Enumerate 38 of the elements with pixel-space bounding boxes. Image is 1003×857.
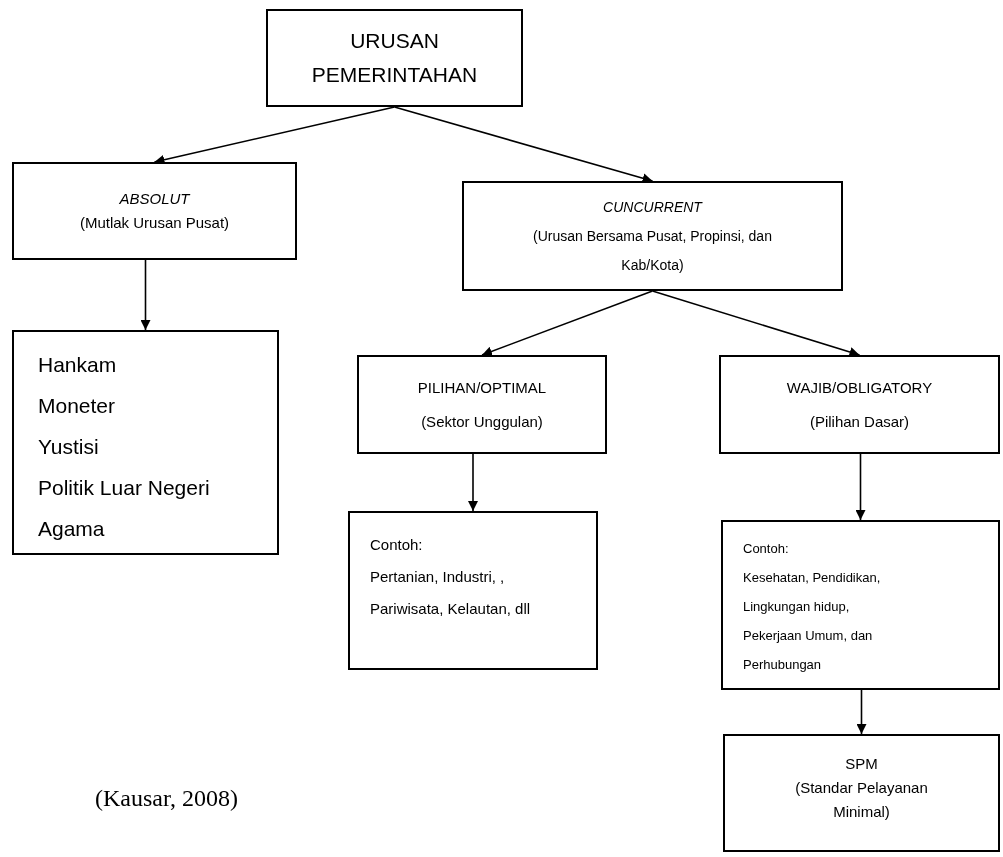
process-box bbox=[719, 355, 1000, 454]
box-text: PILIHAN/OPTIMAL bbox=[417, 377, 547, 398]
box-text: (Sektor Unggulan) bbox=[421, 411, 543, 432]
box-text: CUNCURRENT bbox=[603, 197, 702, 217]
process-box bbox=[357, 355, 607, 454]
box-text: Hankam bbox=[38, 352, 117, 378]
process-box bbox=[12, 330, 279, 555]
arrow bbox=[468, 453, 478, 512]
arrow bbox=[856, 689, 867, 735]
box-text: WAJIB/OBLIGATORY bbox=[786, 377, 933, 398]
box-text: (Mutlak Urusan Pusat) bbox=[79, 213, 230, 233]
box-text: SPM bbox=[845, 754, 878, 774]
box-text: Kesehatan, Pendidikan, Lingkungan hidup, Pekerjaan Umum, dan Perhubungan bbox=[743, 569, 882, 674]
process-box bbox=[266, 9, 523, 107]
box-text: Moneter bbox=[38, 393, 116, 419]
box-text: ABSOLUT bbox=[119, 189, 190, 209]
arrow bbox=[140, 259, 151, 331]
arrow bbox=[651, 290, 861, 357]
box-text: (Urusan Bersama Pusat, Propinsi, dan Kab/Kota) bbox=[532, 226, 773, 275]
arrow bbox=[153, 106, 396, 165]
arrow bbox=[855, 453, 866, 521]
citation-text: (Kausar, 2008) bbox=[95, 784, 238, 813]
box-text: (Pilihan Dasar) bbox=[809, 411, 910, 432]
process-box bbox=[348, 511, 598, 670]
box-text: URUSAN PEMERINTAHAN bbox=[310, 28, 479, 88]
box-text: Agama bbox=[38, 516, 105, 542]
process-box bbox=[723, 734, 1000, 852]
box-text: Pertanian, Industri, , Pariwisata, Kelautan, dll bbox=[370, 567, 532, 619]
box-text: Yustisi bbox=[38, 434, 99, 460]
box-text: Contoh: bbox=[370, 535, 423, 555]
box-text: (Standar Pelayanan Minimal) bbox=[794, 778, 929, 822]
process-box bbox=[12, 162, 297, 260]
arrow bbox=[393, 106, 654, 184]
arrow bbox=[481, 290, 654, 357]
process-box bbox=[721, 520, 1000, 690]
box-text: Politik Luar Negeri bbox=[38, 475, 210, 501]
process-box bbox=[462, 181, 843, 291]
box-text: Contoh: bbox=[743, 540, 789, 558]
